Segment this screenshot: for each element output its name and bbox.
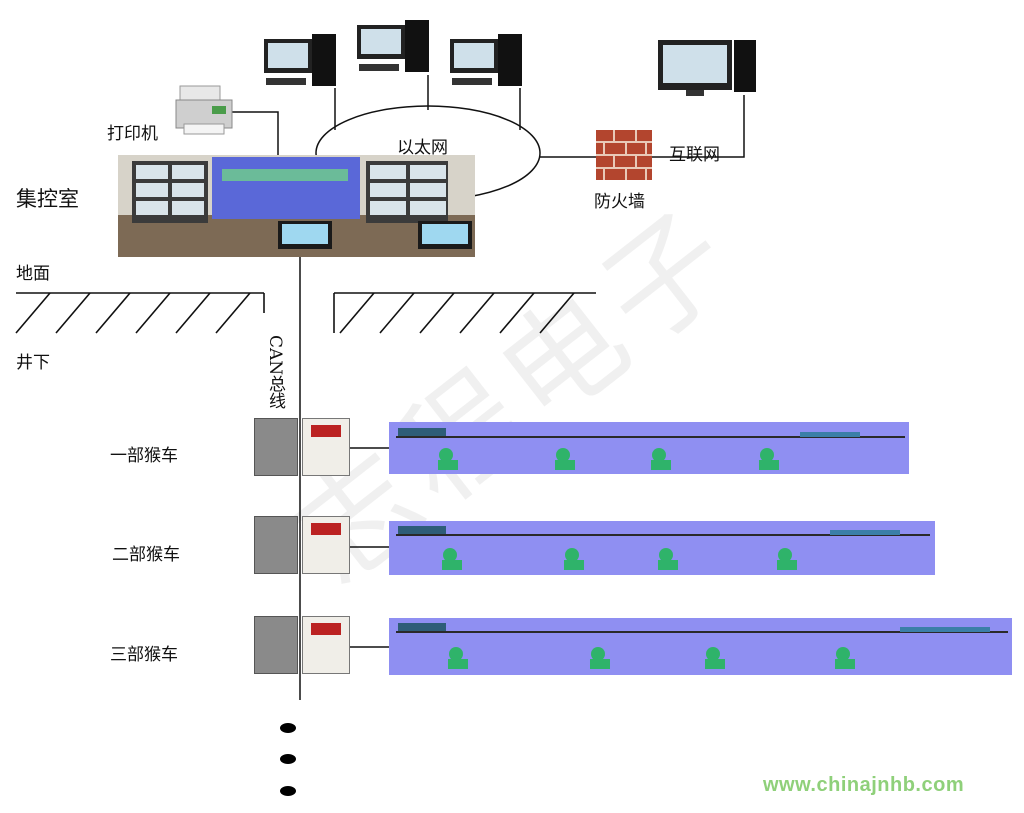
vehicle-label-2: 二部猴车 <box>112 545 180 565</box>
controller-3 <box>254 616 350 674</box>
underground-label: 井下 <box>16 353 50 373</box>
vehicle-label-3: 三部猴车 <box>110 645 178 665</box>
track-panel-3 <box>389 618 1012 675</box>
firewall-icon <box>596 130 652 180</box>
track-panel-1 <box>389 422 909 474</box>
continuation-dot <box>280 786 296 796</box>
continuation-dot <box>280 754 296 764</box>
internet-computer <box>658 40 756 96</box>
vehicle-label-1: 一部猴车 <box>110 446 178 466</box>
controller-2 <box>254 516 350 574</box>
website-text: www.chinajnhb.com <box>763 774 965 796</box>
continuation-dot <box>280 723 296 733</box>
workstation-computer <box>357 20 429 72</box>
control-room-label: 集控室 <box>16 187 79 211</box>
printer-label: 打印机 <box>107 124 158 144</box>
ground-hatch-left <box>15 292 265 334</box>
controller-1 <box>254 418 350 476</box>
internet-label: 互联网 <box>669 145 720 165</box>
workstation-computer <box>264 34 336 86</box>
workstation-computer <box>450 34 522 86</box>
track-panel-2 <box>389 521 935 575</box>
printer-icon <box>175 85 233 135</box>
firewall-label: 防火墙 <box>594 192 645 212</box>
control-room-image <box>118 155 475 257</box>
can-bus-label: CAN总线 <box>265 335 285 410</box>
ethernet-label: 以太网 <box>397 138 448 158</box>
ground-hatch-right <box>333 292 596 334</box>
ground-label: 地面 <box>16 264 50 284</box>
